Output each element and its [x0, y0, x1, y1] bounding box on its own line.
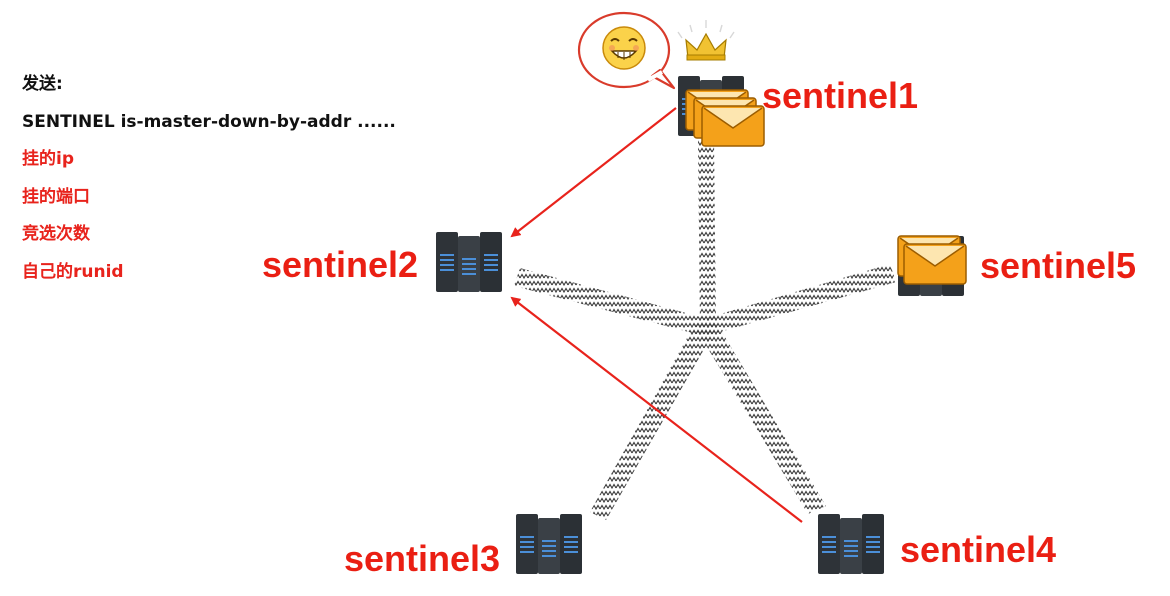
panel-heading: 发送:	[22, 74, 63, 94]
envelope-icon	[701, 105, 765, 147]
panel-item-runid: 自己的runid	[22, 261, 124, 282]
sentinel2-label: sentinel2	[262, 244, 419, 285]
envelope-icon	[903, 243, 967, 285]
panel-item-ip: 挂的ip	[22, 149, 74, 169]
crown-icon	[677, 20, 735, 61]
sentinel1-label: sentinel1	[762, 75, 919, 116]
link-sentinel1-hub	[698, 140, 716, 328]
link-sentinel3-hub	[590, 322, 714, 520]
red-arrow-sentinel1-to-sentinel2	[510, 107, 677, 238]
sentinel2-server-icon	[436, 232, 502, 292]
link-sentinel5-hub	[700, 264, 896, 336]
sentinel5-node	[897, 235, 967, 296]
panel-item-votes: 竞选次数	[22, 224, 90, 244]
sentinel4-server-icon	[818, 514, 884, 574]
panel-item-port: 挂的端口	[22, 186, 90, 207]
speech-bubble	[577, 11, 676, 90]
sentinel1-node	[678, 76, 765, 147]
sentinel4-label: sentinel4	[900, 529, 1057, 570]
network-links	[514, 140, 896, 520]
link-sentinel4-hub	[698, 322, 826, 514]
sentinel3-server-icon	[516, 514, 582, 574]
link-sentinel2-hub	[514, 268, 712, 336]
red-arrow-sentinel4-to-sentinel2	[510, 296, 803, 523]
smiley-icon	[602, 26, 646, 70]
panel-command: SENTINEL is-master-down-by-addr ......	[22, 111, 396, 132]
message-panel: 发送: SENTINEL is-master-down-by-addr ....…	[22, 66, 396, 291]
sentinel5-label: sentinel5	[980, 245, 1137, 286]
sentinel3-label: sentinel3	[344, 538, 501, 579]
